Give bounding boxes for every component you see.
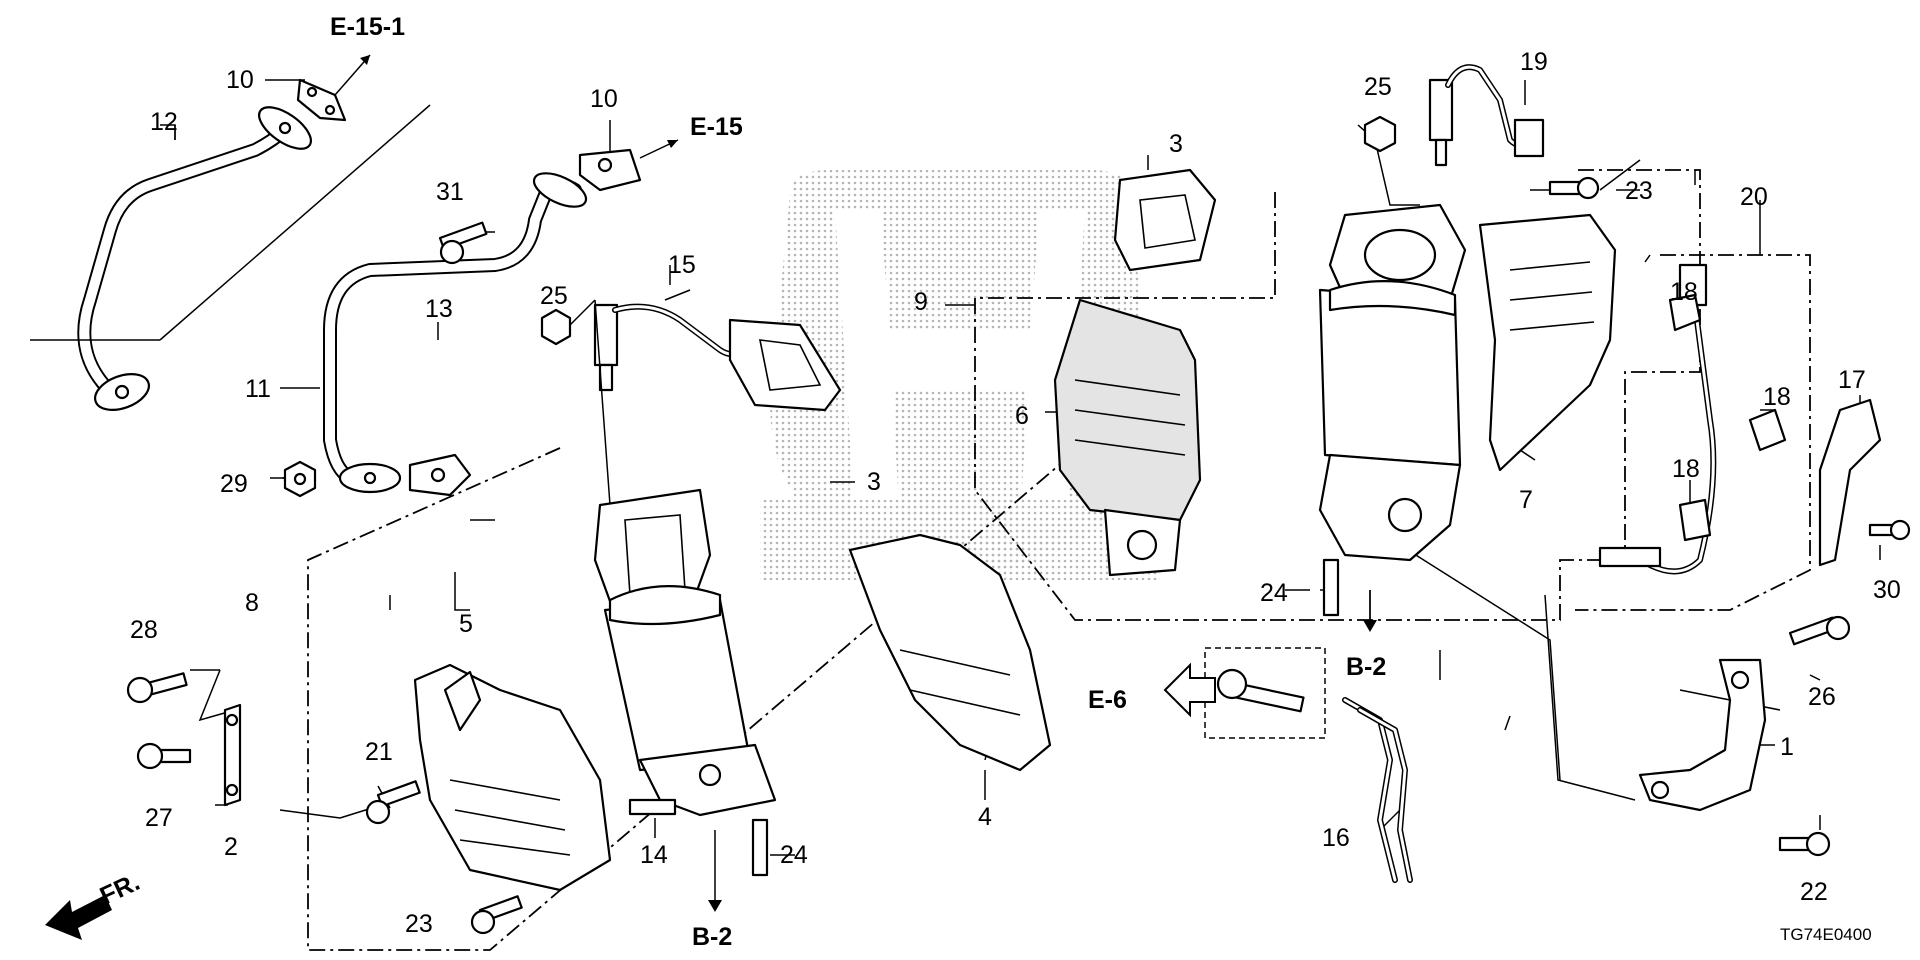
reference-b2-right[interactable]: B-2 (1346, 653, 1386, 681)
reference-e6[interactable]: E-6 (1088, 686, 1127, 714)
callout-21: 21 (365, 738, 393, 766)
catalytic-converter-rear (1318, 203, 1467, 562)
callout-22: 22 (1800, 878, 1828, 906)
bracket-10-a (296, 54, 371, 122)
bolt-30 (1868, 519, 1911, 541)
bolt-28 (126, 669, 229, 722)
bolt-26 (1788, 615, 1851, 646)
heat-shield-7 (1478, 213, 1617, 472)
front-direction-arrow (45, 895, 112, 940)
callout-6: 6 (1015, 402, 1029, 430)
callout-7: 7 (1519, 486, 1533, 514)
callout-28: 28 (130, 616, 158, 644)
callout-24-a: 24 (1260, 579, 1288, 607)
bolt-22 (1778, 831, 1831, 857)
nut-25-b (1363, 115, 1397, 153)
bolt-31 (438, 221, 488, 265)
callout-8: 8 (245, 589, 259, 617)
callout-10-b: 10 (590, 85, 618, 113)
callout-3-b: 3 (867, 468, 881, 496)
heat-shield-5 (413, 663, 612, 892)
callout-3-a: 3 (1169, 130, 1183, 158)
nut-25-a (540, 299, 611, 506)
bolt-boxed (1216, 668, 1305, 713)
callout-20: 20 (1740, 183, 1768, 211)
bolt-21 (365, 780, 421, 825)
callout-12: 12 (150, 108, 178, 136)
callout-30: 30 (1873, 576, 1901, 604)
callout-9: 9 (914, 288, 928, 316)
bracket-10-b (578, 139, 679, 192)
callout-10-a: 10 (226, 66, 254, 94)
callout-16: 16 (1322, 824, 1350, 852)
reference-b2-bottom[interactable]: B-2 (692, 923, 732, 951)
gasket-3-a (728, 318, 842, 412)
clip-18-a (1668, 293, 1702, 332)
reference-e15-1[interactable]: E-15-1 (330, 13, 405, 41)
callout-25-a: 25 (540, 282, 568, 310)
callout-18-c: 18 (1672, 455, 1700, 483)
callout-1: 1 (1780, 733, 1794, 761)
callout-23-a: 23 (1625, 177, 1653, 205)
callout-4: 4 (978, 803, 992, 831)
diagram-code: TG74E0400 (1780, 925, 1872, 944)
honda-logo-watermark (760, 170, 1160, 580)
exhaust-pipe-12 (30, 104, 431, 411)
catalytic-converter-front (593, 488, 777, 817)
arrow-to-e6[interactable] (1163, 662, 1216, 718)
callout-29: 29 (220, 470, 248, 498)
bolt-27 (136, 742, 192, 770)
arrow-to-b2-right (1363, 590, 1377, 632)
clip-18-c (1678, 498, 1712, 542)
callout-17: 17 (1838, 366, 1866, 394)
callout-5: 5 (459, 610, 473, 638)
bracket-1 (1638, 658, 1767, 812)
callout-18-b: 18 (1763, 383, 1791, 411)
callout-11: 11 (245, 375, 271, 403)
callout-19: 19 (1520, 48, 1548, 76)
heat-shield-4 (848, 533, 1052, 772)
callout-15: 15 (668, 251, 696, 279)
stud-24-b (751, 818, 769, 877)
bracket-2 (223, 703, 242, 807)
callout-2: 2 (224, 833, 238, 861)
reference-e15[interactable]: E-15 (690, 113, 743, 141)
sensor-14 (628, 798, 677, 816)
nut-29 (283, 460, 317, 498)
stud-24-a (1322, 558, 1340, 617)
gasket-13 (408, 453, 472, 497)
oxygen-sensor-20 (1598, 263, 1717, 575)
callout-26: 26 (1808, 683, 1836, 711)
callout-18-a: 18 (1670, 278, 1698, 306)
callout-31: 31 (436, 178, 464, 206)
callout-23-b: 23 (405, 910, 433, 938)
heat-shield-6 (1053, 298, 1202, 577)
callout-13: 13 (425, 295, 453, 323)
harness-16 (1342, 697, 1413, 883)
callout-24-b: 24 (780, 841, 808, 869)
clip-18-b (1748, 408, 1787, 452)
bracket-17 (1818, 398, 1882, 567)
callout-27: 27 (145, 804, 173, 832)
bolt-23-a (1548, 176, 1600, 200)
gasket-3-b (1113, 168, 1217, 272)
bolt-23-b (470, 895, 523, 935)
callout-14: 14 (640, 841, 668, 869)
exhaust-pipe-11 (323, 172, 588, 494)
oxygen-sensor-19 (1428, 64, 1545, 167)
callout-25-b: 25 (1364, 73, 1392, 101)
arrow-to-b2-bottom (708, 830, 722, 912)
